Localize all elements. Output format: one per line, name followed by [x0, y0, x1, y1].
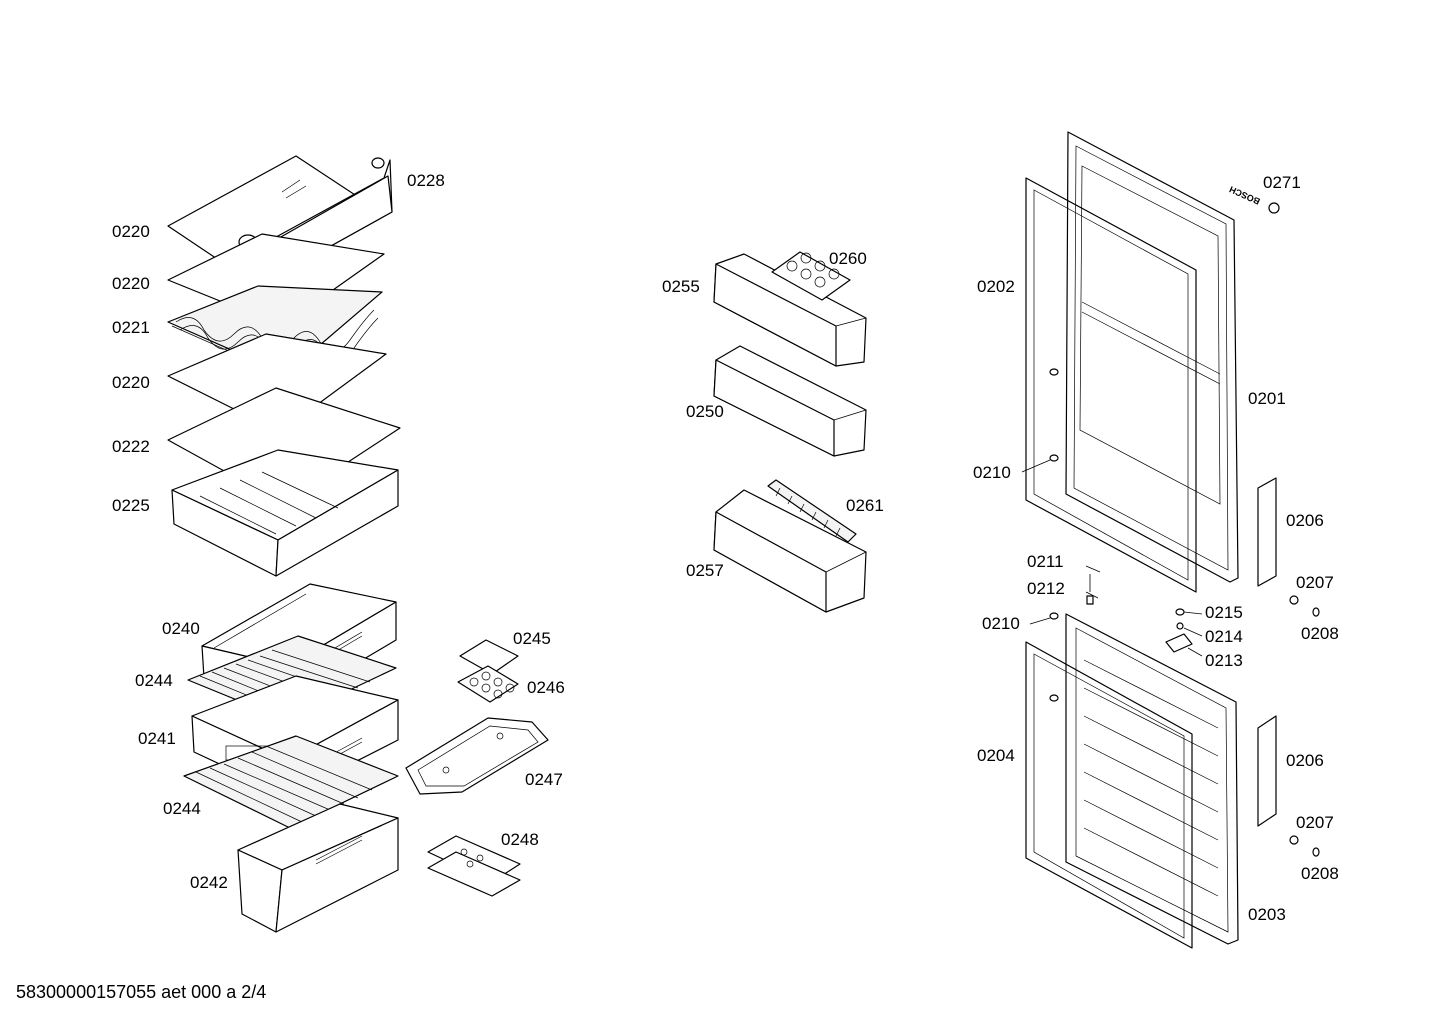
- part-0250-door-bin: [713, 345, 867, 457]
- part-0201-fridge-door: [1065, 131, 1239, 583]
- part-0261-bottle-retainer: [767, 479, 857, 543]
- shelf-assembly: [167, 155, 401, 577]
- document-footer-code: 58300000157055 aet 000 a 2/4: [16, 982, 266, 1002]
- label-0207: 0207: [1296, 573, 1334, 592]
- label-0225: 0225: [112, 496, 150, 515]
- label-0211: 0211: [1027, 552, 1064, 571]
- label-0203: 0203: [1248, 905, 1286, 924]
- label-0257: 0257: [686, 561, 724, 580]
- part-0247-ice-tray: [405, 717, 549, 795]
- label-0245: 0245: [513, 629, 551, 648]
- part-labels: 0228 0220 0220 0221 0220 0222 0225 0240 …: [112, 171, 1339, 924]
- label-0220: 0220: [112, 373, 150, 392]
- label-0220: 0220: [112, 222, 150, 241]
- label-0208: 0208: [1301, 624, 1339, 643]
- part-0257-door-bin: [713, 489, 867, 613]
- drawer-assembly: [183, 583, 399, 933]
- hinge-hardware: [1049, 202, 1320, 857]
- label-0210: 0210: [973, 463, 1011, 482]
- label-0214: 0214: [1205, 627, 1243, 646]
- part-0204-door-gasket: [1025, 641, 1193, 949]
- label-0260: 0260: [829, 249, 867, 268]
- label-0255: 0255: [662, 277, 700, 296]
- label-0240: 0240: [162, 619, 200, 638]
- label-0221: 0221: [112, 318, 150, 337]
- label-0220: 0220: [112, 274, 150, 293]
- label-0242: 0242: [190, 873, 228, 892]
- accessory-group: [405, 639, 549, 897]
- part-0244-wire-rack: [183, 735, 399, 829]
- label-0213: 0213: [1205, 651, 1243, 670]
- label-0271: 0271: [1263, 173, 1301, 192]
- label-0206: 0206: [1286, 511, 1324, 530]
- label-0222: 0222: [112, 437, 150, 456]
- label-0241: 0241: [138, 729, 176, 748]
- label-0204: 0204: [977, 746, 1015, 765]
- part-0246-egg-tray: [457, 665, 519, 703]
- label-0202: 0202: [977, 277, 1015, 296]
- part-0260-egg-holder: [771, 251, 851, 301]
- label-0210: 0210: [982, 614, 1020, 633]
- part-0242-drawer: [237, 803, 399, 933]
- label-0250: 0250: [686, 402, 724, 421]
- brand-logo-text: BOSCH: [1228, 184, 1262, 206]
- label-0244: 0244: [135, 671, 173, 690]
- label-0247: 0247: [525, 770, 563, 789]
- label-0208: 0208: [1301, 864, 1339, 883]
- part-0203-freezer-door: [1065, 613, 1239, 945]
- label-0244: 0244: [163, 799, 201, 818]
- door-bin-group: [713, 251, 867, 613]
- label-0206: 0206: [1286, 751, 1324, 770]
- part-0206-handle: [1257, 477, 1277, 587]
- label-0212: 0212: [1027, 579, 1065, 598]
- part-0206-handle: [1257, 715, 1277, 827]
- label-0261: 0261: [846, 496, 884, 515]
- label-0201: 0201: [1248, 389, 1286, 408]
- part-0225-shelf-tray: [171, 449, 399, 577]
- label-0248: 0248: [501, 830, 539, 849]
- part-0248-cold-pack: [427, 835, 521, 897]
- leader-lines: [1021, 459, 1203, 657]
- label-0246: 0246: [527, 678, 565, 697]
- label-0215: 0215: [1205, 603, 1243, 622]
- part-0255-door-bin: [713, 253, 867, 367]
- label-0228: 0228: [407, 171, 445, 190]
- part-0202-door-gasket: [1025, 177, 1197, 593]
- part-0245-egg-tray-cover: [459, 639, 519, 675]
- door-group: BOSCH: [1025, 131, 1320, 949]
- label-0207: 0207: [1296, 813, 1334, 832]
